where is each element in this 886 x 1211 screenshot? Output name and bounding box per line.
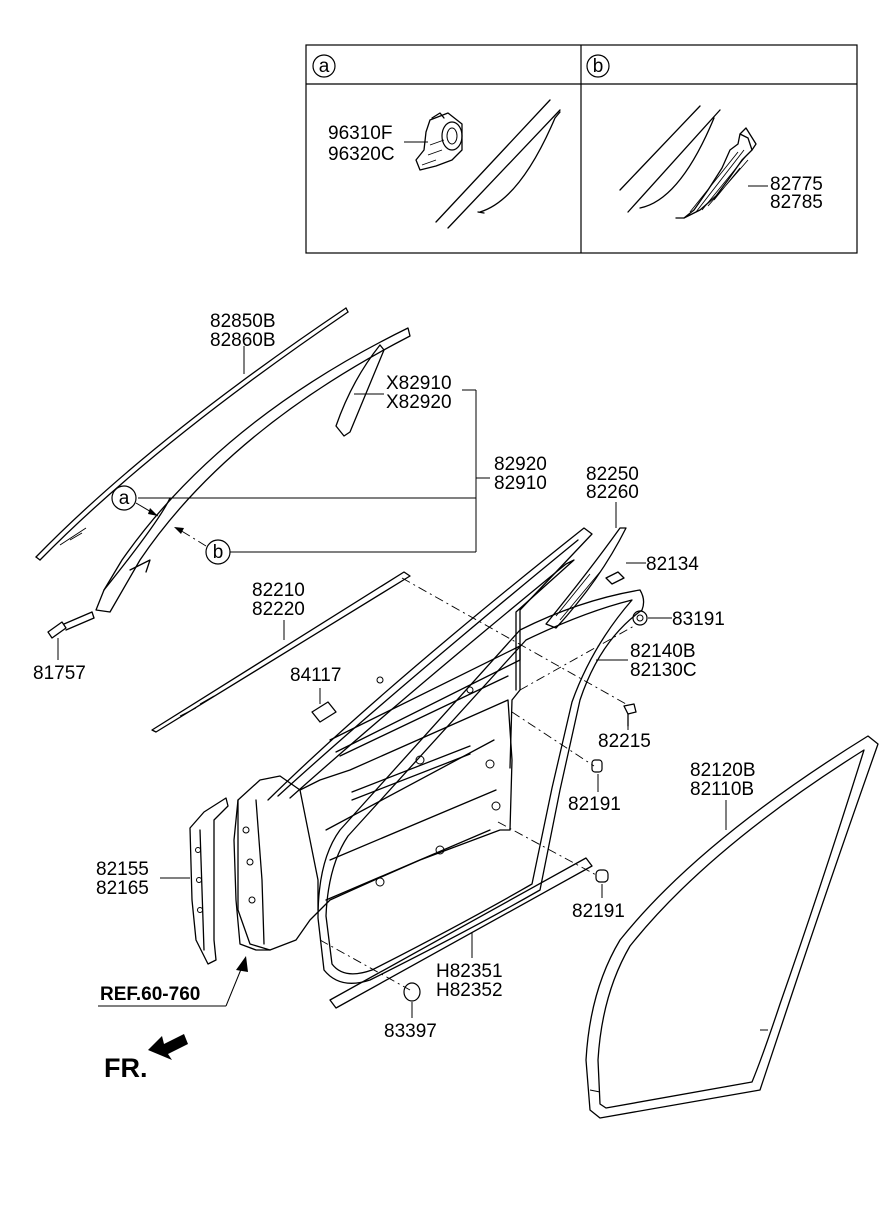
inset-panel-a: a 96310F 96320C	[312, 54, 561, 229]
label-82850B: 82850B	[210, 311, 276, 332]
label-82860B: 82860B	[210, 330, 276, 351]
label-82134: 82134	[646, 554, 699, 575]
label-96320C: 96320C	[328, 144, 395, 165]
sensor-part-icon	[415, 112, 463, 171]
label-82130C: 82130C	[630, 660, 697, 681]
corner-glass-x82910	[335, 344, 385, 437]
belt-moulding	[151, 571, 411, 733]
callout-marker-b: b	[213, 542, 224, 563]
label-82775: 82775	[770, 174, 823, 195]
hinge-trim-82155	[189, 797, 229, 965]
label-82920: 82920	[494, 454, 547, 475]
label-82165: 82165	[96, 878, 149, 899]
door-weatherstrip-82140B	[317, 589, 645, 984]
label-82260: 82260	[586, 482, 639, 503]
label-H82352: H82352	[436, 980, 503, 1001]
plug-83397-icon	[403, 982, 421, 1002]
label-X82910: X82910	[386, 373, 452, 394]
label-96310F: 96310F	[328, 123, 392, 144]
label-84117: 84117	[290, 665, 341, 686]
label-ref-60-760: REF.60-760	[100, 984, 200, 1005]
label-82191-upper: 82191	[568, 794, 621, 815]
nut-83191-icon	[632, 610, 648, 626]
label-82140B: 82140B	[630, 641, 696, 662]
label-H82351: H82351	[436, 961, 503, 982]
leader-82920	[138, 389, 490, 553]
label-83191: 83191	[672, 609, 725, 630]
body-weatherstrip-82120B	[585, 735, 879, 1119]
callout-a: a	[111, 485, 159, 517]
label-82910: 82910	[494, 473, 547, 494]
plug-82191-icon	[591, 759, 603, 773]
inset-marker-a: a	[319, 56, 330, 77]
label-82120B: 82120B	[690, 760, 756, 781]
label-82110B: 82110B	[690, 779, 754, 800]
screw-81757-icon	[47, 611, 95, 639]
label-82155: 82155	[96, 859, 149, 880]
ref-arrow	[98, 956, 248, 1007]
label-81757: 81757	[33, 663, 86, 684]
roof-moulding	[35, 307, 349, 561]
glass-run-82250	[545, 527, 627, 629]
screw-82215-icon	[623, 703, 637, 727]
label-82191-lower: 82191	[572, 901, 625, 922]
front-arrow-icon	[148, 1034, 188, 1060]
label-82250: 82250	[586, 464, 639, 485]
label-X82920: X82920	[386, 392, 452, 413]
label-82220: 82220	[252, 599, 305, 620]
callout-marker-a: a	[119, 488, 130, 509]
inset-box: a 96310F 96320C b	[305, 44, 858, 254]
label-83397: 83397	[384, 1021, 437, 1042]
label-82215: 82215	[598, 731, 651, 752]
label-82785: 82785	[770, 192, 823, 213]
label-front: FR.	[104, 1053, 148, 1083]
clip-82134-icon	[605, 571, 625, 585]
door-frame-trim	[95, 327, 411, 613]
bracket-part-icon	[675, 127, 757, 219]
inset-panel-b: b 82775 82785	[586, 54, 823, 219]
tape-84117-icon	[311, 701, 337, 723]
inset-marker-b: b	[593, 56, 604, 77]
plug-82191-lower-icon	[595, 869, 609, 883]
callout-b: b	[174, 527, 231, 565]
label-82210: 82210	[252, 580, 305, 601]
sill-moulding	[329, 857, 593, 1009]
